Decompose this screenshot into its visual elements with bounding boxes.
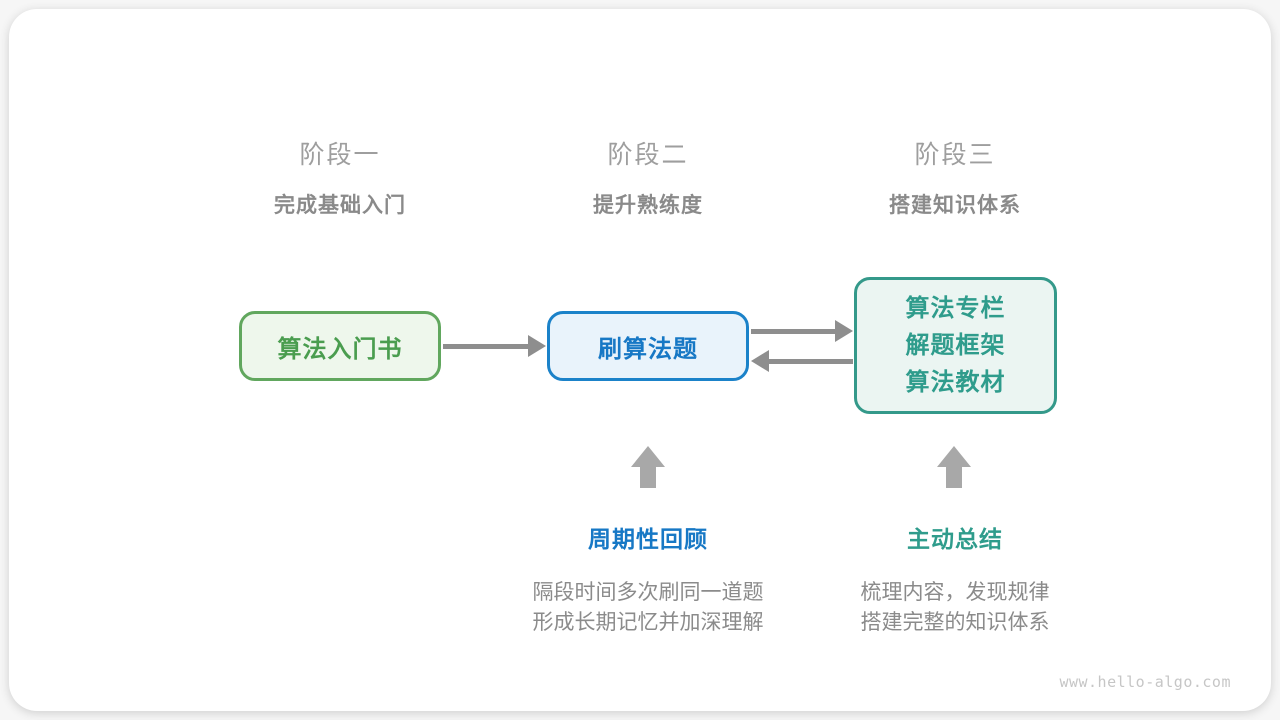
annotation-periodic-review: 周期性回顾 隔段时间多次刷同一道题 形成长期记忆并加深理解 bbox=[478, 520, 818, 638]
stage-3-header: 阶段三 搭建知识体系 bbox=[795, 135, 1115, 219]
stage-3-subtitle: 搭建知识体系 bbox=[889, 194, 1021, 217]
arrow-stem bbox=[640, 467, 656, 488]
stage-2-title: 阶段二 bbox=[607, 141, 689, 169]
node-resources: 算法专栏 解题框架 算法教材 bbox=[854, 277, 1057, 414]
node-resources-line-1: 算法专栏 bbox=[905, 295, 1006, 322]
arrow-shaft bbox=[443, 343, 531, 349]
annotation-review-desc-line-1: 隔段时间多次刷同一道题 bbox=[532, 581, 764, 604]
annotation-review-desc: 隔段时间多次刷同一道题 形成长期记忆并加深理解 bbox=[478, 578, 818, 638]
up-arrow-icon-review bbox=[631, 446, 665, 488]
arrow-head bbox=[528, 335, 546, 357]
arrow-head bbox=[835, 320, 853, 342]
annotation-review-desc-line-2: 形成长期记忆并加深理解 bbox=[532, 611, 764, 634]
watermark-url: www.hello-algo.com bbox=[1059, 673, 1231, 691]
node-resources-line-2: 解题框架 bbox=[905, 332, 1006, 359]
stage-3-title: 阶段三 bbox=[914, 141, 996, 169]
annotation-review-label: 周期性回顾 bbox=[588, 526, 708, 552]
right-arrow-icon-practice-to-resources bbox=[751, 320, 853, 342]
arrow-head bbox=[631, 446, 665, 467]
annotation-active-summary: 主动总结 梳理内容，发现规律 搭建完整的知识体系 bbox=[785, 520, 1125, 638]
stage-1-header: 阶段一 完成基础入门 bbox=[180, 135, 500, 219]
arrow-shaft bbox=[766, 358, 853, 364]
node-practice-label: 刷算法题 bbox=[598, 335, 698, 363]
stage-2-subtitle: 提升熟练度 bbox=[593, 194, 703, 217]
right-arrow-icon-intro-to-practice bbox=[443, 335, 546, 357]
node-intro-book: 算法入门书 bbox=[239, 311, 441, 381]
left-arrow-icon-resources-to-practice bbox=[751, 350, 853, 372]
annotation-summary-desc: 梳理内容，发现规律 搭建完整的知识体系 bbox=[785, 578, 1125, 638]
arrow-head bbox=[937, 446, 971, 467]
arrow-head bbox=[751, 350, 769, 372]
annotation-summary-desc-line-2: 搭建完整的知识体系 bbox=[860, 611, 1050, 634]
arrow-shaft bbox=[751, 328, 838, 334]
stage-2-header: 阶段二 提升熟练度 bbox=[488, 135, 808, 219]
node-intro-book-label: 算法入门书 bbox=[277, 335, 403, 363]
stage-1-subtitle: 完成基础入门 bbox=[274, 194, 406, 217]
annotation-summary-label: 主动总结 bbox=[907, 526, 1003, 552]
stage-1-title: 阶段一 bbox=[299, 141, 381, 169]
annotation-summary-desc-line-1: 梳理内容，发现规律 bbox=[860, 581, 1050, 604]
node-practice: 刷算法题 bbox=[547, 311, 749, 381]
arrow-stem bbox=[946, 467, 962, 488]
diagram-card: 阶段一 完成基础入门 阶段二 提升熟练度 阶段三 搭建知识体系 算法入门书 刷算… bbox=[9, 9, 1271, 711]
node-resources-line-3: 算法教材 bbox=[905, 369, 1006, 396]
up-arrow-icon-summary bbox=[937, 446, 971, 488]
